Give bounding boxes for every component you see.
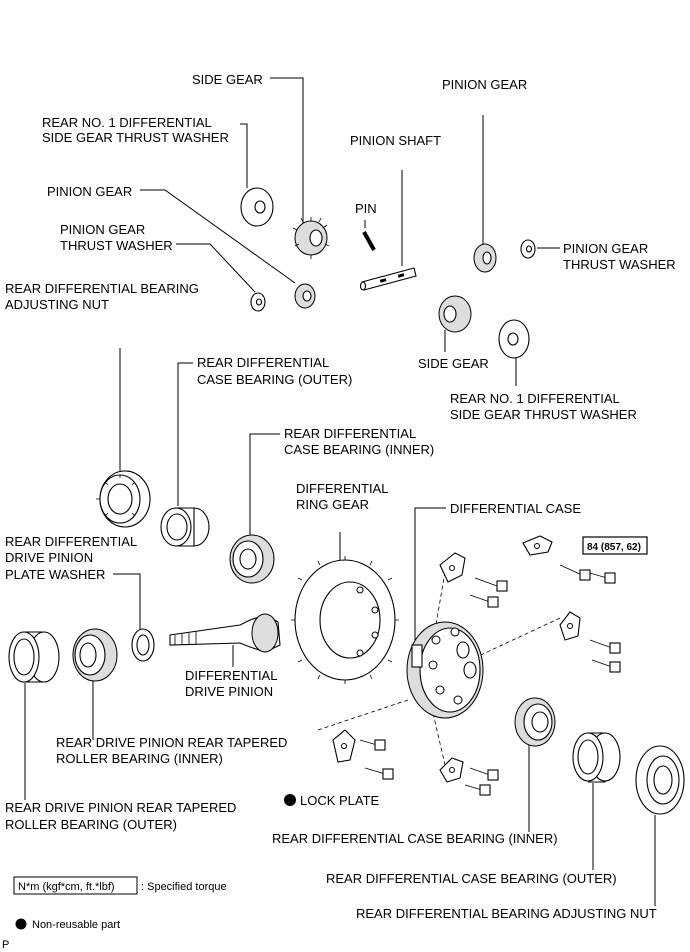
differential-ring-gear: [291, 556, 399, 684]
torque-spec-value: 84 (857, 62): [587, 542, 641, 553]
adjusting-nut-left: [96, 470, 151, 528]
label-pinion-thrust-washer-right-2: THRUST WASHER: [563, 257, 676, 272]
label-pinion-shaft: PINION SHAFT: [350, 133, 441, 148]
corner-mark: P: [2, 939, 9, 951]
case-bearing-outer-left: [160, 507, 210, 547]
label-lock-plate: LOCK PLATE: [300, 793, 380, 808]
label-adjusting-nut-left-2: ADJUSTING NUT: [5, 297, 109, 312]
legend-torque-box: [13, 876, 138, 895]
case-bearing-inner-left: [229, 534, 275, 584]
label-case-bearing-outer-2: CASE BEARING (OUTER): [197, 372, 352, 387]
label-rear-bearing-outer-2: ROLLER BEARING (OUTER): [5, 817, 177, 832]
bolt-top-right-2: [589, 572, 616, 584]
case-bearing-inner-right: [514, 697, 556, 747]
label-case-bearing-inner-bottom: REAR DIFFERENTIAL CASE BEARING (INNER): [272, 831, 558, 846]
legend-torque-desc: : Specified torque: [141, 881, 227, 893]
case-bearing-outer-right: [572, 732, 621, 783]
rear-bearing-inner: [72, 628, 118, 682]
lock-plate-bottom-left: [332, 729, 356, 763]
adjusting-nut-right: [635, 745, 685, 815]
label-thrust-washer-top-2: SIDE GEAR THRUST WASHER: [42, 130, 229, 145]
torque-spec-box: [582, 536, 648, 555]
label-side-gear-top: SIDE GEAR: [192, 72, 263, 87]
pinion-gear-left: [294, 283, 316, 309]
bolt-bottom-left-1: [359, 739, 386, 751]
bolt-bottom-left-2: [364, 767, 394, 780]
label-pinion-thrust-washer-right-1: PINION GEAR: [563, 241, 648, 256]
bolt-top-right-1: [559, 564, 591, 581]
nonreusable-bullet-icon: [284, 794, 296, 806]
legend-bullet-icon: [15, 918, 27, 930]
pinion-thrust-washer-left: [250, 292, 266, 312]
drive-pinion-plate-washer: [131, 628, 155, 662]
differential-case: [406, 621, 484, 719]
side-gear-left: [292, 217, 330, 259]
pin: [362, 231, 376, 251]
label-side-gear-right: SIDE GEAR: [418, 356, 489, 371]
label-pin: PIN: [355, 201, 377, 216]
label-adjusting-nut-left-1: REAR DIFFERENTIAL BEARING: [5, 281, 199, 296]
label-adjusting-nut-bottom: REAR DIFFERENTIAL BEARING ADJUSTING NUT: [356, 906, 657, 921]
lock-plate-bottom-mid: [439, 757, 464, 783]
lock-plate-mid-right: [559, 611, 581, 641]
rear-bearing-outer: [8, 631, 60, 683]
legend-nonreusable: Non-reusable part: [32, 919, 120, 931]
label-plate-washer-2: DRIVE PINION: [5, 550, 93, 565]
label-drive-pinion-2: DRIVE PINION: [185, 684, 273, 699]
label-rear-bearing-inner-2: ROLLER BEARING (INNER): [56, 751, 223, 766]
label-case-bearing-outer-1: REAR DIFFERENTIAL: [197, 355, 329, 370]
bolt-top-left-1: [474, 577, 508, 592]
bolt-bottom-mid-2: [464, 784, 491, 796]
label-case-bearing-outer-bottom: REAR DIFFERENTIAL CASE BEARING (OUTER): [326, 871, 617, 886]
bolt-mid-right-1: [589, 639, 621, 654]
label-ring-gear-2: RING GEAR: [296, 497, 369, 512]
label-pinion-thrust-washer-left-2: THRUST WASHER: [60, 238, 173, 253]
label-differential-case: DIFFERENTIAL CASE: [450, 501, 581, 516]
pinion-shaft: [359, 267, 417, 291]
label-case-bearing-inner-2: CASE BEARING (INNER): [284, 442, 434, 457]
bolt-mid-right-2: [591, 659, 621, 673]
side-gear-right: [438, 295, 472, 333]
label-thrust-washer-right-2: SIDE GEAR THRUST WASHER: [450, 407, 637, 422]
side-gear-thrust-washer-left: [240, 187, 274, 227]
label-pinion-gear-right: PINION GEAR: [442, 77, 527, 92]
lock-plate-top-right: [522, 535, 553, 556]
leader-lines: [24, 77, 656, 906]
side-gear-thrust-washer-right: [498, 319, 530, 359]
label-pinion-thrust-washer-left-1: PINION GEAR: [60, 222, 145, 237]
pinion-thrust-washer-right: [520, 239, 536, 259]
bolt-top-left-2: [469, 594, 499, 608]
label-pinion-gear-left: PINION GEAR: [47, 184, 132, 199]
label-thrust-washer-right-1: REAR NO. 1 DIFFERENTIAL: [450, 391, 620, 406]
lock-plate-top-left: [439, 552, 466, 583]
legend-torque-units: N*m (kgf*cm, ft.*lbf): [18, 881, 115, 893]
label-rear-bearing-inner-1: REAR DRIVE PINION REAR TAPERED: [56, 735, 287, 750]
label-case-bearing-inner-1: REAR DIFFERENTIAL: [284, 426, 416, 441]
differential-drive-pinion: [169, 613, 281, 653]
bolt-bottom-mid-1: [469, 767, 499, 781]
label-rear-bearing-outer-1: REAR DRIVE PINION REAR TAPERED: [5, 800, 236, 815]
pinion-gear-right: [473, 243, 497, 273]
label-thrust-washer-top-1: REAR NO. 1 DIFFERENTIAL: [42, 115, 212, 130]
label-drive-pinion-1: DIFFERENTIAL: [185, 668, 277, 683]
label-plate-washer-3: PLATE WASHER: [5, 567, 105, 582]
label-plate-washer-1: REAR DIFFERENTIAL: [5, 534, 137, 549]
label-ring-gear-1: DIFFERENTIAL: [296, 481, 388, 496]
